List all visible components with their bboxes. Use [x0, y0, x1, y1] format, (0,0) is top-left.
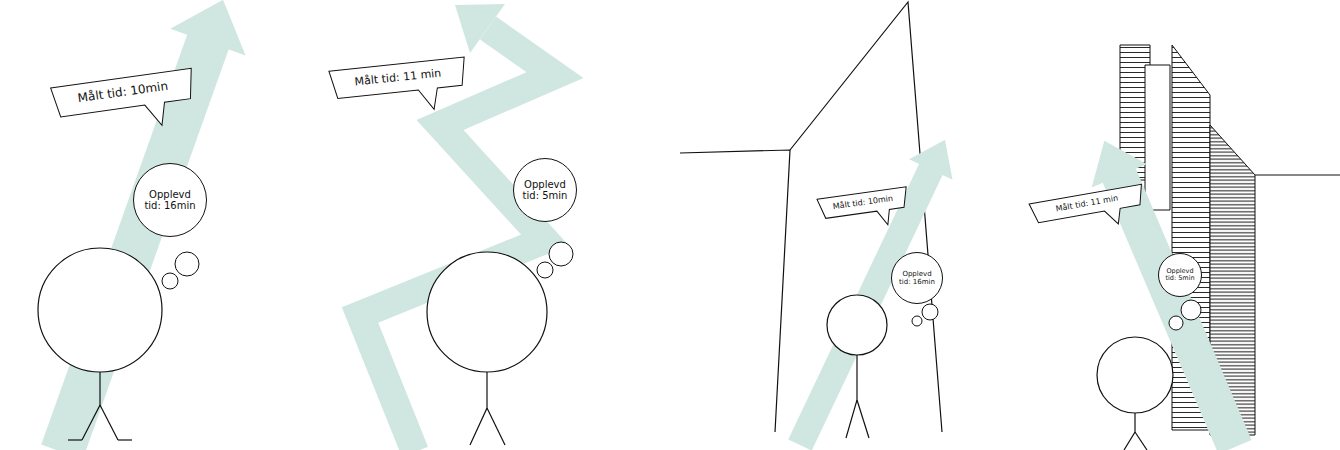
thought-bubble: Opplevd tid: 16min: [891, 252, 943, 304]
perceived-time: Opplevd tid: 5min: [514, 179, 576, 202]
banner-shape: [817, 187, 911, 234]
perceived-time: Opplevd tid: 16min: [892, 270, 942, 286]
path-arrow: [24, 0, 1262, 450]
banner-shape: [51, 68, 199, 140]
stick-figure: [38, 248, 1173, 450]
perceived-time: Opplevd tid: 5min: [1159, 268, 1201, 283]
thought-bubble: Opplevd tid: 5min: [513, 158, 577, 222]
perceived-time: Opplevd tid: 16min: [134, 189, 206, 212]
banner-shape: [329, 57, 469, 120]
speech-banner: Målt tid: 11 min: [329, 57, 467, 99]
thought-bubble: Opplevd tid: 5min: [1158, 253, 1202, 297]
thought-dots: [162, 242, 1201, 330]
thought-bubble: Opplevd tid: 16min: [133, 163, 207, 237]
banner-shape: [1029, 184, 1147, 238]
